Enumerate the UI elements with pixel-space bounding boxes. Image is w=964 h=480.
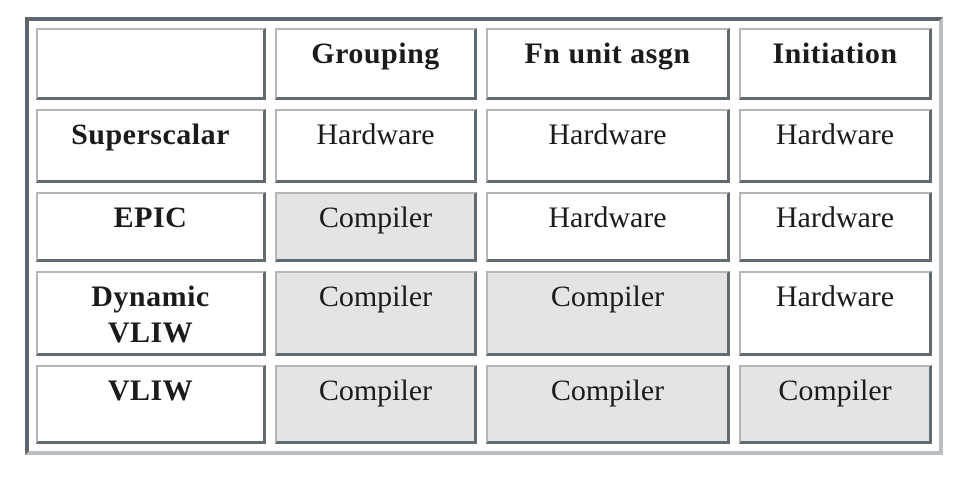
column-header-grouping: Grouping bbox=[275, 28, 477, 100]
column-header-fn-unit-asgn: Fn unit asgn bbox=[486, 28, 730, 100]
cell-vliw-initiation: Compiler bbox=[739, 365, 932, 444]
row-label-superscalar: Superscalar bbox=[36, 109, 266, 183]
cell-vliw-fn-unit-asgn: Compiler bbox=[486, 365, 730, 444]
comparison-table: Grouping Fn unit asgn Initiation Supersc… bbox=[36, 28, 932, 444]
cell-epic-fn-unit-asgn: Hardware bbox=[486, 192, 730, 262]
cell-superscalar-grouping: Hardware bbox=[275, 109, 477, 183]
cell-superscalar-fn-unit-asgn: Hardware bbox=[486, 109, 730, 183]
corner-cell bbox=[36, 28, 266, 100]
comparison-table-frame: Grouping Fn unit asgn Initiation Supersc… bbox=[25, 17, 943, 455]
column-header-initiation: Initiation bbox=[739, 28, 932, 100]
cell-epic-grouping: Compiler bbox=[275, 192, 477, 262]
row-label-vliw: VLIW bbox=[36, 365, 266, 444]
cell-dynamic-vliw-fn-unit-asgn: Compiler bbox=[486, 271, 730, 356]
cell-vliw-grouping: Compiler bbox=[275, 365, 477, 444]
row-label-epic: EPIC bbox=[36, 192, 266, 262]
cell-epic-initiation: Hardware bbox=[739, 192, 932, 262]
cell-dynamic-vliw-initiation: Hardware bbox=[739, 271, 932, 356]
row-label-dynamic-vliw: Dynamic VLIW bbox=[36, 271, 266, 356]
cell-dynamic-vliw-grouping: Compiler bbox=[275, 271, 477, 356]
cell-superscalar-initiation: Hardware bbox=[739, 109, 932, 183]
